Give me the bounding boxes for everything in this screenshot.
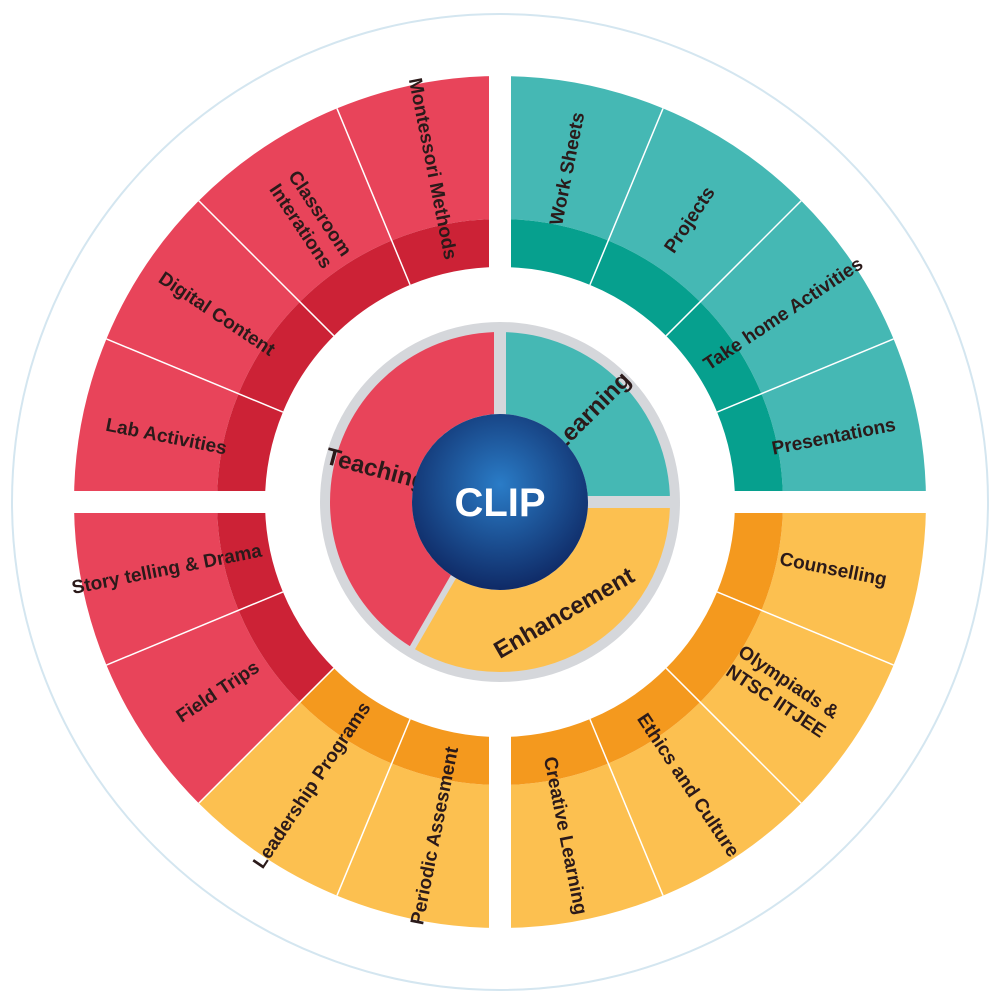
segment-fill [608, 702, 802, 896]
segment-band [500, 219, 609, 285]
segment-divider [336, 108, 411, 286]
segment-band [299, 668, 411, 764]
segment-take-home-activities: Take home Activities [665, 200, 894, 413]
segment-fill [500, 763, 664, 928]
segment-band [666, 591, 762, 703]
segment-band [589, 668, 701, 764]
segment-fill [106, 610, 300, 804]
segment-band [589, 240, 701, 336]
outer-ring [11, 13, 989, 991]
segment-montessori-methods: Montessori Methods [336, 76, 500, 286]
segment-divider [106, 591, 284, 666]
segment-classroom-interations: ClassroomInterations [198, 108, 411, 337]
segment-lab-activities: Lab Activities [74, 338, 283, 503]
category-fill [415, 502, 670, 672]
segment-ethics-and-culture: Ethics and Culture [589, 667, 802, 896]
segment-divider [716, 591, 894, 666]
segment-fill [500, 76, 664, 241]
segment-band [500, 719, 609, 785]
segment-divider [589, 718, 664, 896]
segment-band [238, 301, 334, 413]
segment-band [391, 719, 500, 785]
segment-field-trips: Field Trips [106, 591, 335, 804]
segment-divider [589, 108, 664, 286]
segment-divider [716, 338, 894, 413]
center-circle [412, 414, 588, 590]
segment-band [391, 219, 500, 285]
segment-band [717, 393, 783, 502]
segment-fill [761, 502, 926, 666]
segment-olympiads: Olympiads &NTSC IITJEE [666, 591, 894, 804]
center-label: CLIP [454, 481, 545, 525]
segment-counselling: Counselling [717, 501, 926, 666]
segment-divider [106, 338, 284, 413]
quadrant-gaps [72, 74, 928, 930]
segment-fill [74, 338, 239, 502]
category-fill [500, 332, 670, 502]
segment-band [299, 240, 411, 336]
segment-fill [106, 200, 300, 394]
segment-fill [700, 200, 894, 394]
segment-fill [198, 108, 392, 302]
segment-fill [336, 76, 500, 241]
segment-fill [700, 610, 894, 804]
segment-band [217, 502, 283, 611]
segment-divider [665, 667, 802, 804]
segment-fill [761, 338, 926, 502]
segment-divider [198, 200, 335, 337]
segment-band [717, 502, 783, 611]
segment-work-sheets: Work Sheets [499, 76, 664, 285]
segment-fill [198, 702, 392, 896]
segment-presentations: Presentations [716, 338, 926, 502]
segment-projects: Projects [589, 108, 802, 336]
segment-fill [74, 502, 239, 666]
segment-creative-learning: Creative Learning [500, 718, 664, 928]
segment-band [238, 591, 334, 703]
segment-divider [665, 200, 802, 337]
segment-fill [336, 763, 500, 928]
segment-periodic-assesment: Periodic Assesment [336, 719, 501, 928]
segment-band [217, 393, 283, 502]
segment-fill [608, 108, 802, 302]
segment-band [666, 301, 762, 413]
segment-digital-content: Digital Content [106, 200, 334, 413]
category-fill [330, 332, 500, 650]
segment-divider [198, 667, 335, 804]
segment-divider [336, 718, 411, 896]
segment-story-telling-drama: Story telling & Drama [70, 502, 284, 666]
